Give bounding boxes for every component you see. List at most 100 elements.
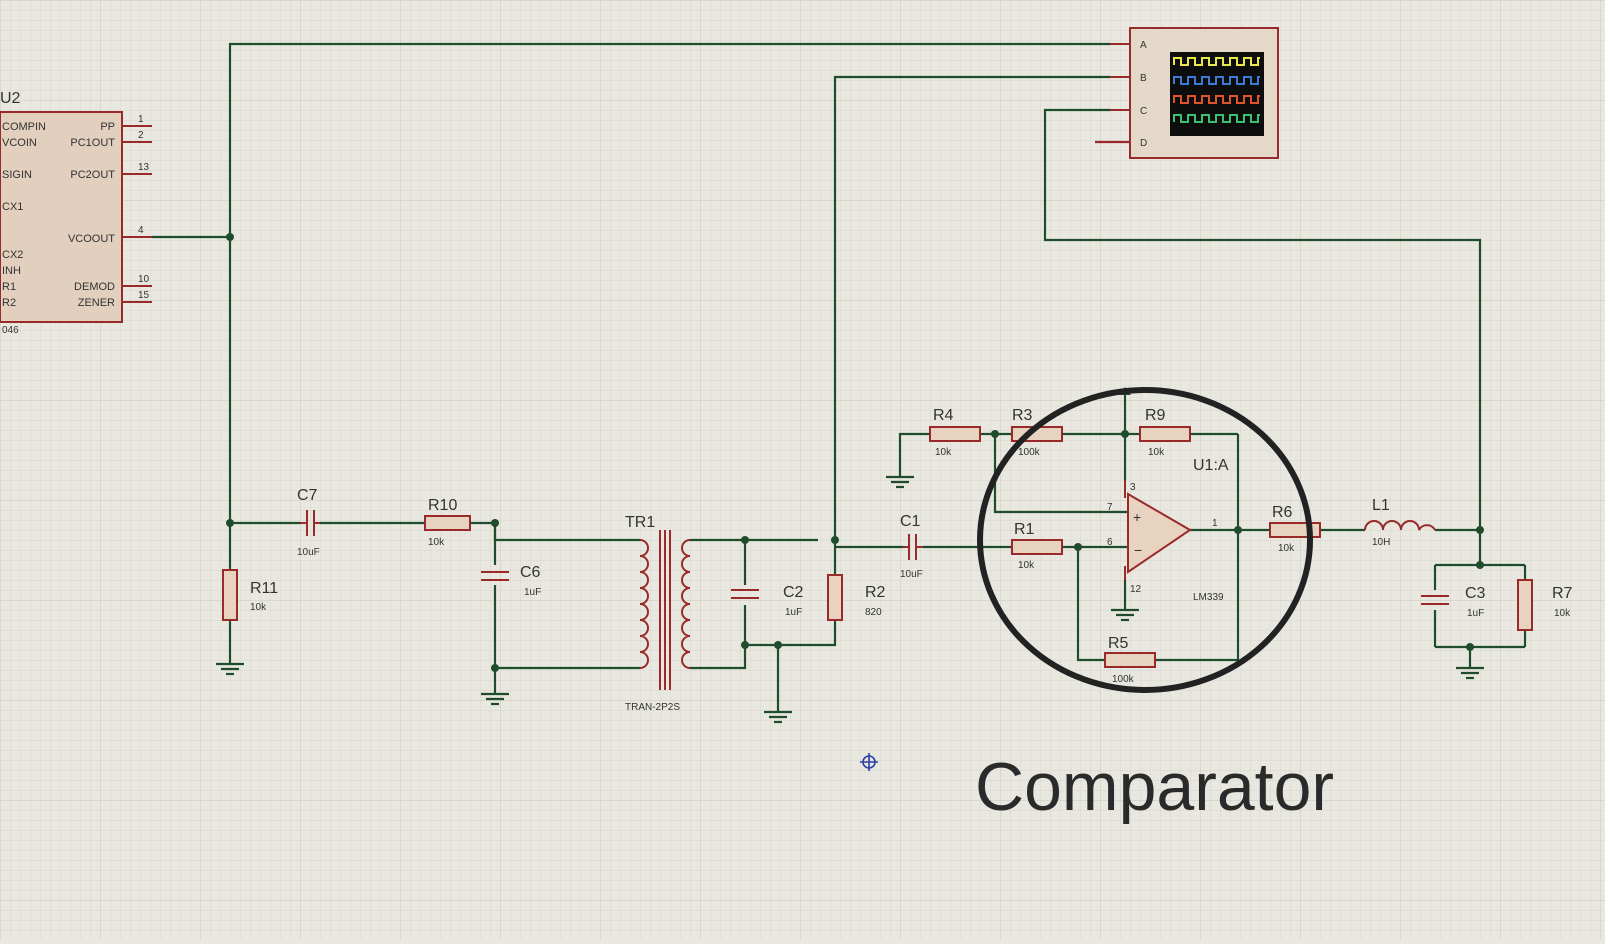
u1-value: LM339: [1193, 592, 1224, 603]
ground-icon: [764, 710, 792, 724]
r11-value: 10k: [250, 602, 267, 613]
scope-channel-d: D: [1140, 138, 1147, 149]
scope-channel-c: C: [1140, 106, 1147, 117]
resistor-r7[interactable]: R7 10k: [1517, 579, 1573, 631]
resistor-r2[interactable]: R2 820: [827, 574, 886, 621]
junctions: [226, 233, 1484, 672]
capacitor-c2[interactable]: C2 1uF: [731, 584, 804, 618]
r1-ref: R1: [1014, 521, 1035, 538]
ground-icon: [886, 475, 914, 489]
ic-pinnum-4: 4: [138, 225, 144, 236]
ic-pinnum-13: 13: [138, 162, 150, 173]
ic-pin-pp: PP: [100, 121, 115, 133]
capacitor-c6[interactable]: C6 1uF: [481, 564, 541, 598]
r2-ref: R2: [865, 584, 886, 601]
ic-pinnum-10: 10: [138, 274, 150, 285]
r5-value: 100k: [1112, 674, 1135, 685]
c6-ref: C6: [520, 564, 541, 581]
r4-ref: R4: [933, 407, 954, 424]
r6-value: 10k: [1278, 543, 1295, 554]
capacitor-c3[interactable]: C3 1uF: [1421, 585, 1486, 619]
ic-pin-cx1: CX1: [2, 201, 23, 213]
r7-ref: R7: [1552, 585, 1573, 602]
scope-trace-1: [1173, 57, 1260, 66]
c2-value: 1uF: [785, 607, 802, 618]
ic-pin-inh: INH: [2, 265, 21, 277]
c2-ref: C2: [783, 584, 804, 601]
r6-ref: R6: [1272, 504, 1293, 521]
opamp-minus-sign: −: [1134, 542, 1142, 558]
opamp-u1a[interactable]: + − 7 6 1 3 12 U1:A LM339: [1107, 457, 1229, 603]
ic-pin-compin: COMPIN: [2, 121, 46, 133]
opamp-plus-sign: +: [1133, 509, 1141, 525]
r2-value: 820: [865, 607, 882, 618]
resistor-r1[interactable]: R1 10k: [1011, 521, 1063, 571]
resistor-r9[interactable]: R9 10k: [1139, 407, 1191, 458]
r10-value: 10k: [428, 537, 445, 548]
ground-icon: [481, 680, 509, 706]
ic-pinnum-1: 1: [138, 114, 144, 125]
scope-trace-2: [1173, 76, 1260, 85]
l1-value: 10H: [1372, 537, 1390, 548]
r11-ref: R11: [250, 580, 278, 597]
oscilloscope[interactable]: A B C D: [1110, 27, 1279, 159]
r3-ref: R3: [1012, 407, 1033, 424]
c7-value: 10uF: [297, 547, 320, 558]
u1-ref: U1:A: [1193, 457, 1229, 474]
ic-pin-pc1out: PC1OUT: [70, 137, 115, 149]
ic-pin-r1: R1: [2, 281, 16, 293]
ic-pin-demod: DEMOD: [74, 281, 115, 293]
opamp-pin-7: 7: [1107, 502, 1113, 513]
c7-ref: C7: [297, 487, 318, 504]
resistor-r10[interactable]: R10 10k: [424, 497, 471, 548]
c3-ref: C3: [1465, 585, 1486, 602]
tr1-value: TRAN-2P2S: [625, 702, 680, 713]
ground-icon: [1111, 608, 1139, 622]
ic-part: 046: [2, 325, 19, 336]
resistor-r11[interactable]: R11 10k: [222, 569, 278, 621]
ic-pin-sigin: SIGIN: [2, 169, 32, 181]
ic-u2[interactable]: U2 046 COMPIN VCOIN SIGIN CX1 CX2 INH R1…: [0, 90, 152, 336]
c3-value: 1uF: [1467, 608, 1484, 619]
r5-ref: R5: [1108, 635, 1129, 652]
r1-value: 10k: [1018, 560, 1035, 571]
wires: [152, 42, 1527, 712]
r9-value: 10k: [1148, 447, 1165, 458]
c1-ref: C1: [900, 513, 921, 530]
ic-pin-r2: R2: [2, 297, 16, 309]
transformer-tr1[interactable]: TR1 TRAN-2P2S: [625, 514, 691, 713]
ic-pin-vcoout: VCOOUT: [68, 233, 115, 245]
scope-traces: [1173, 57, 1260, 123]
resistor-r5[interactable]: R5 100k: [1104, 635, 1156, 685]
ic-pinnum-2: 2: [138, 130, 144, 141]
scope-channel-b: B: [1140, 73, 1147, 84]
ic-pin-cx2: CX2: [2, 249, 23, 261]
tr1-ref: TR1: [625, 514, 655, 531]
capacitor-c1[interactable]: C1 10uF: [900, 513, 923, 580]
ic-ref: U2: [0, 90, 21, 107]
r4-value: 10k: [935, 447, 952, 458]
scope-trace-4: [1173, 114, 1260, 123]
comparator-caption: Comparator: [975, 749, 1334, 825]
opamp-pin-12: 12: [1130, 584, 1142, 595]
capacitor-c7[interactable]: C7 10uF: [297, 487, 320, 558]
ic-pin-zener: ZENER: [78, 297, 115, 309]
ic-pinnum-15: 15: [138, 290, 150, 301]
ground-icon: [1456, 666, 1484, 680]
scope-trace-3: [1173, 95, 1260, 104]
ic-pin-vcoin: VCOIN: [2, 137, 37, 149]
opamp-pin-6: 6: [1107, 537, 1113, 548]
resistor-r4[interactable]: R4 10k: [929, 407, 981, 458]
ground-icon: [216, 650, 244, 676]
scope-channel-a: A: [1140, 40, 1147, 51]
opamp-pin-1: 1: [1212, 518, 1218, 529]
c1-value: 10uF: [900, 569, 923, 580]
opamp-pin-3: 3: [1130, 482, 1136, 493]
inductor-l1[interactable]: L1 10H: [1364, 497, 1436, 548]
l1-ref: L1: [1372, 497, 1390, 514]
r3-value: 100k: [1018, 447, 1041, 458]
ic-pin-pc2out: PC2OUT: [70, 169, 115, 181]
